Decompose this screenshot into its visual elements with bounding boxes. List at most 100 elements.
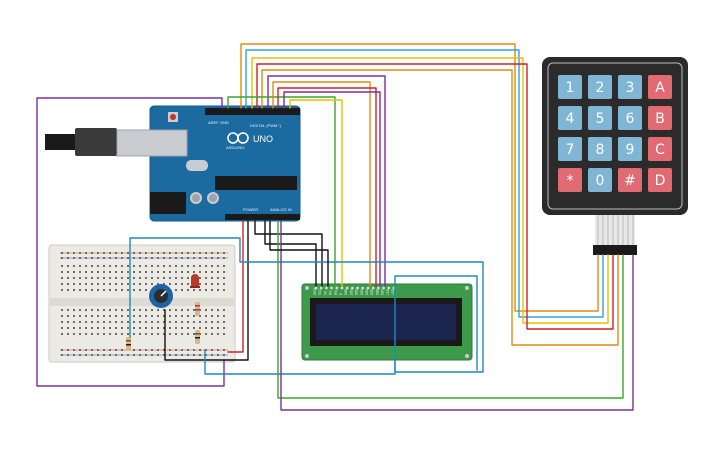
- lcd-pin-label: DB6: [375, 289, 379, 295]
- breadboard-hole: [103, 289, 105, 291]
- key-*: *: [558, 168, 582, 192]
- lcd-pin: [371, 286, 375, 290]
- breadboard-hole: [151, 277, 153, 279]
- breadboard-hole: [91, 333, 93, 335]
- breadboard-hole: [187, 271, 189, 273]
- breadboard-hole: [85, 283, 87, 285]
- breadboard-hole: [103, 277, 105, 279]
- breadboard-hole: [151, 257, 153, 259]
- breadboard-hole: [115, 349, 117, 351]
- breadboard-hole: [151, 265, 153, 267]
- breadboard-hole: [145, 327, 147, 329]
- breadboard-hole: [193, 271, 195, 273]
- breadboard-hole: [199, 289, 201, 291]
- breadboard-hole: [127, 257, 129, 259]
- breadboard-hole: [187, 252, 189, 254]
- breadboard-hole: [205, 283, 207, 285]
- wire-purple-keypad-8: [280, 220, 634, 411]
- key-3-cap: [618, 75, 642, 99]
- breadboard-hole: [133, 309, 135, 311]
- breadboard-hole: [103, 354, 105, 356]
- lcd-pin: [345, 286, 349, 290]
- breadboard-hole: [199, 354, 201, 356]
- wire-black-bb: [164, 220, 249, 361]
- breadboard-hole: [127, 327, 129, 329]
- breadboard-hole: [199, 277, 201, 279]
- breadboard-hole: [193, 265, 195, 267]
- breadboard-hole: [145, 271, 147, 273]
- breadboard-hole: [139, 289, 141, 291]
- breadboard-hole: [217, 252, 219, 254]
- breadboard-hole: [181, 333, 183, 335]
- key-8-label: 8: [596, 142, 605, 158]
- key-4-label: 4: [566, 111, 575, 127]
- breadboard-hole: [61, 327, 63, 329]
- breadboard-hole: [205, 349, 207, 351]
- key-A-label: A: [655, 80, 665, 96]
- breadboard-hole: [115, 277, 117, 279]
- breadboard-hole: [139, 327, 141, 329]
- key-7-label: 7: [566, 142, 575, 158]
- lcd-pin-label: DB2: [355, 289, 359, 295]
- breadboard-hole: [103, 283, 105, 285]
- breadboard-hole: [181, 354, 183, 356]
- breadboard-hole: [79, 354, 81, 356]
- breadboard-hole: [61, 252, 63, 254]
- breadboard-hole: [193, 252, 195, 254]
- breadboard-hole: [217, 271, 219, 273]
- resistor-1: [126, 337, 131, 351]
- breadboard-hole: [109, 252, 111, 254]
- breadboard-hole: [199, 257, 201, 259]
- breadboard-hole: [223, 283, 225, 285]
- breadboard-hole: [145, 257, 147, 259]
- breadboard-hole: [97, 315, 99, 317]
- breadboard-hole: [67, 321, 69, 323]
- breadboard-hole: [97, 277, 99, 279]
- breadboard-hole: [103, 321, 105, 323]
- breadboard-hole: [199, 327, 201, 329]
- breadboard-hole: [175, 289, 177, 291]
- breadboard-hole: [91, 321, 93, 323]
- breadboard-hole: [97, 333, 99, 335]
- breadboard-hole: [79, 257, 81, 259]
- breadboard-hole: [97, 321, 99, 323]
- breadboard-hole: [133, 283, 135, 285]
- breadboard-hole: [151, 354, 153, 356]
- breadboard-hole: [133, 349, 135, 351]
- breadboard-hole: [163, 333, 165, 335]
- breadboard-hole: [97, 289, 99, 291]
- breadboard-hole: [133, 354, 135, 356]
- breadboard-hole: [73, 265, 75, 267]
- breadboard-hole: [133, 321, 135, 323]
- breadboard-hole: [109, 327, 111, 329]
- breadboard-hole: [181, 289, 183, 291]
- breadboard-hole: [67, 257, 69, 259]
- lcd-pin: [361, 286, 365, 290]
- breadboard-hole: [103, 265, 105, 267]
- breadboard-hole: [103, 309, 105, 311]
- lcd-screen: [316, 304, 456, 340]
- lcd-pin: [314, 286, 318, 290]
- breadboard-hole: [211, 283, 213, 285]
- breadboard-hole: [205, 265, 207, 267]
- breadboard-hole: [211, 257, 213, 259]
- breadboard-hole: [199, 349, 201, 351]
- breadboard-hole: [187, 315, 189, 317]
- key-9: 9: [618, 137, 642, 161]
- breadboard-hole: [151, 283, 153, 285]
- key-D-label: D: [655, 173, 666, 189]
- key-0-label: 0: [596, 173, 605, 189]
- lcd-pin-label: GND: [313, 287, 317, 295]
- breadboard-hole: [187, 349, 189, 351]
- breadboard-hole: [61, 289, 63, 291]
- breadboard-hole: [175, 321, 177, 323]
- breadboard-hole: [151, 327, 153, 329]
- wire-teal-pot: [129, 237, 484, 373]
- breadboard-hole: [169, 349, 171, 351]
- wire-red-lcd: [277, 87, 377, 287]
- key-1-label: 1: [566, 80, 575, 96]
- key-B-cap: [648, 106, 672, 130]
- breadboard-hole: [85, 257, 87, 259]
- breadboard-hole: [217, 333, 219, 335]
